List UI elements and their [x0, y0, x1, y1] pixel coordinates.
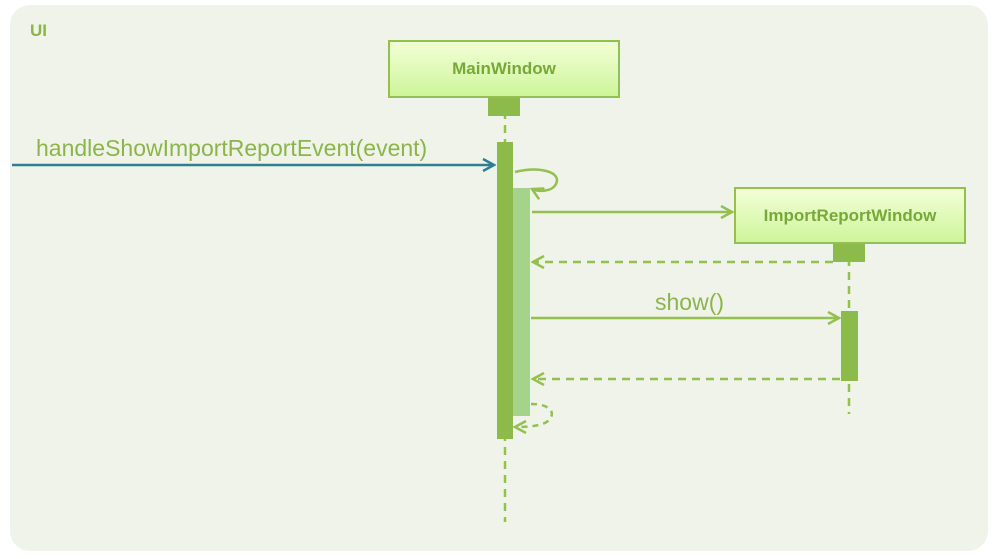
- mainwindow-activation-bar: [497, 142, 513, 439]
- importreportwindow-lifeline-stub: [833, 244, 865, 262]
- mainwindow-lifeline-stub: [488, 97, 520, 116]
- importreportwindow-label: ImportReportWindow: [763, 205, 937, 225]
- frame-label: UI: [30, 21, 47, 40]
- mainwindow-nested-activation-bar: [513, 188, 530, 416]
- show-call-label: show(): [655, 289, 725, 315]
- self-call-arrow: [514, 168, 559, 191]
- importreportwindow-participant: ImportReportWindow: [734, 187, 966, 244]
- self-return-arrow: [515, 402, 553, 427]
- incoming-call-label: handleShowImportReportEvent(event): [36, 135, 428, 161]
- mainwindow-label: MainWindow: [452, 59, 556, 78]
- importreportwindow-activation-bar: [841, 311, 858, 381]
- mainwindow-participant: MainWindow: [388, 40, 620, 98]
